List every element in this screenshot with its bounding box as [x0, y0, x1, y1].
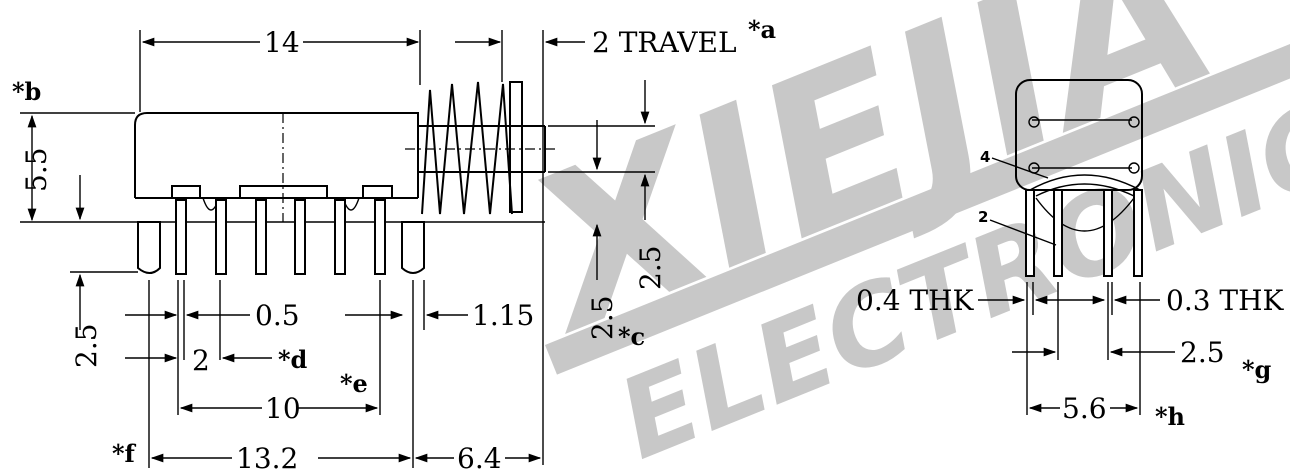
front-rivet-tr [1128, 116, 1140, 128]
label-f: *f [112, 439, 137, 468]
dim-6.4: 6.4 [457, 442, 502, 475]
pin-4 [294, 199, 306, 275]
front-view: 4 2 0.4 THK 0.3 THK 2.5 *g 5.6 *h [856, 79, 1285, 431]
label-c: *c [618, 322, 645, 351]
dim-c: 2.5 [586, 295, 619, 340]
pin-1 [175, 199, 187, 275]
base-bump-3 [362, 185, 393, 198]
front-contact-arc-2 [1035, 183, 1135, 197]
base-bump-2 [239, 185, 328, 198]
front-contact-arc-1 [1029, 174, 1141, 191]
side-view: 14 2 TRAVEL *a *b 5.5 2.5 0.5 1 [12, 15, 776, 475]
dim-shaft-dia: 2.5 [634, 245, 667, 290]
dim-travel: 2 TRAVEL [592, 26, 737, 59]
pin-6 [374, 199, 386, 275]
front-rivet-tl [1028, 116, 1040, 128]
callout-4-leader [991, 157, 1049, 179]
base-bump-1 [171, 185, 201, 198]
dim-13.2: 13.2 [236, 442, 298, 475]
callout-2: 2 [978, 208, 988, 226]
label-g: *g [1242, 355, 1272, 384]
dim-0.4-thk: 0.4 THK [856, 284, 975, 317]
front-contact-lower-arc [1035, 197, 1135, 232]
callout-2-leader [989, 219, 1057, 246]
label-a: *a [748, 15, 776, 44]
housing-outline [134, 112, 419, 198]
dim-0.5: 0.5 [255, 299, 300, 332]
label-e: *e [340, 369, 368, 398]
dim-5.5: 5.5 [20, 147, 53, 192]
front-pin-2 [1053, 189, 1063, 277]
pin-3 [255, 199, 267, 275]
dim-14: 14 [264, 26, 300, 59]
dim-pitch: 2.5 [1180, 336, 1225, 369]
spring-coils [421, 81, 513, 215]
watermark-stripe [545, 37, 1290, 375]
front-housing [1015, 79, 1143, 191]
side-pins [137, 199, 425, 275]
pin-5 [334, 199, 346, 275]
mount-pin-right [401, 221, 425, 274]
label-b: *b [12, 77, 41, 106]
mount-pin-left [137, 221, 161, 274]
label-h: *h [1155, 402, 1185, 431]
front-pin-3 [1103, 189, 1113, 277]
pin-2 [215, 199, 227, 275]
dim-5.6: 5.6 [1062, 392, 1107, 425]
callout-4: 4 [980, 148, 990, 166]
spring-cap [509, 81, 523, 213]
dim-0.3-thk: 0.3 THK [1166, 284, 1285, 317]
dim-pin-len: 2.5 [70, 323, 103, 368]
watermark: XIEJIA ELECTRONICS [492, 0, 1290, 475]
dim-1.15: 1.15 [472, 299, 534, 332]
front-pin-1 [1025, 189, 1035, 277]
front-rivet-br [1128, 162, 1140, 174]
dim-2: 2 [192, 344, 210, 377]
label-d: *d [278, 345, 308, 374]
dim-10: 10 [265, 392, 301, 425]
front-pin-4 [1133, 189, 1143, 277]
spring-shaft [405, 81, 555, 215]
